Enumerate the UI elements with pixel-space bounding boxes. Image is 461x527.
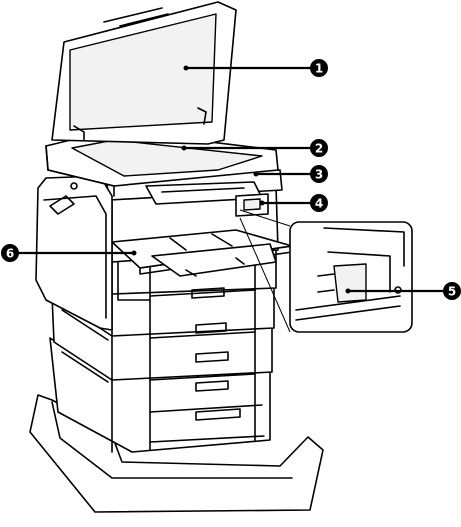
callout-2: 2 <box>310 139 328 157</box>
callout-badge <box>310 194 328 212</box>
callout-badge <box>310 139 328 157</box>
document-cover <box>51 1 237 145</box>
base-plate <box>29 394 324 513</box>
callout-number: 3 <box>315 168 323 182</box>
leader-lines <box>18 65 444 294</box>
output-tray <box>111 229 293 277</box>
callout-4: 4 <box>310 194 328 212</box>
callout-number: 5 <box>448 285 456 299</box>
usb-port-area <box>235 193 269 217</box>
scanner-bed <box>45 129 279 197</box>
callout-number: 2 <box>315 142 323 156</box>
callout-badge <box>1 244 19 262</box>
callout-number: 6 <box>6 247 14 261</box>
callout-badge <box>310 59 328 77</box>
callout-5: 5 <box>443 282 461 300</box>
callout-number: 4 <box>315 197 323 211</box>
magnified-inset <box>239 209 413 333</box>
callout-badge <box>443 282 461 300</box>
callout-6: 6 <box>1 244 19 262</box>
callout-3: 3 <box>310 165 328 183</box>
callout-1: 1 <box>310 59 328 77</box>
callout-badge <box>310 165 328 183</box>
callout-number: 1 <box>315 62 323 76</box>
